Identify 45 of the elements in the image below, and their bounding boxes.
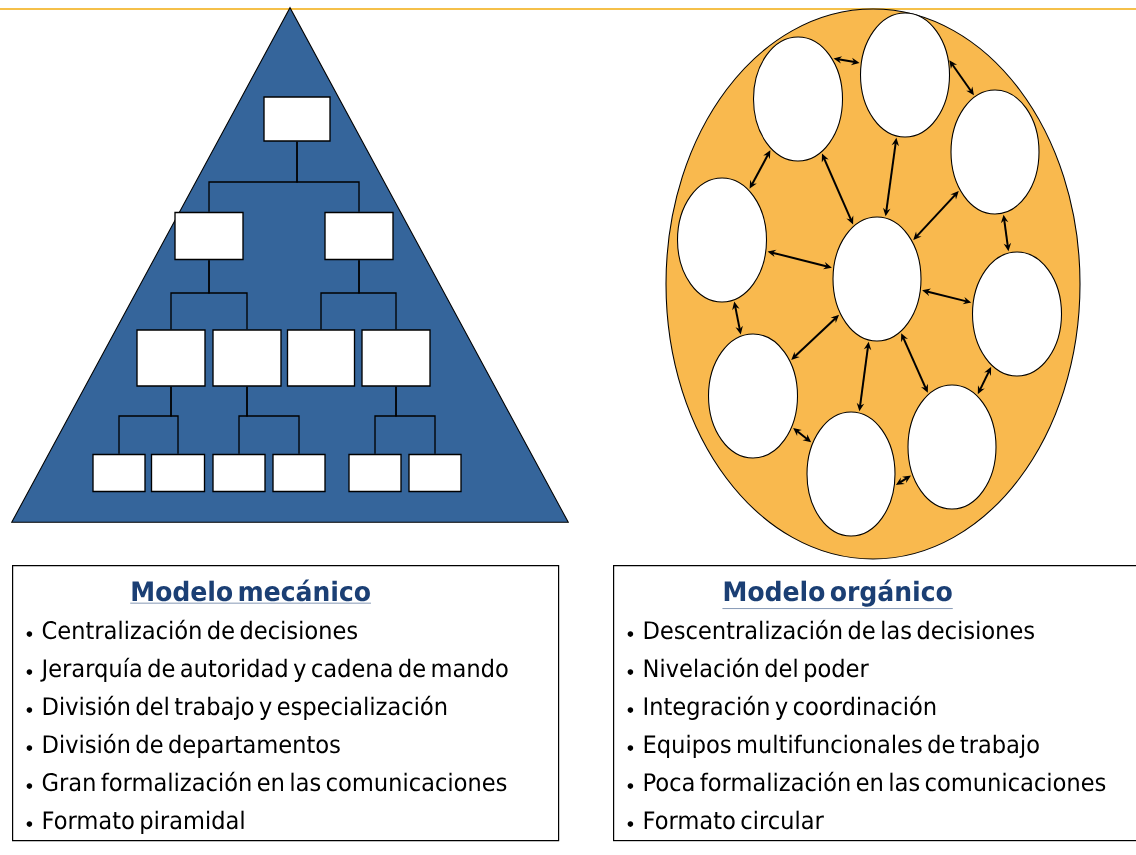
org-box xyxy=(324,211,394,261)
connector-line xyxy=(170,386,179,455)
bullet-item: Jerarquía de autoridad y cadena de mando xyxy=(40,657,508,682)
circle xyxy=(971,251,1063,377)
bullet-item: División de departamentos xyxy=(43,733,340,758)
org-box xyxy=(212,329,282,387)
panel-heading: Modelo mecánico xyxy=(129,579,372,604)
org-box xyxy=(286,329,356,387)
bullet-item: Centralización de decisiones xyxy=(42,619,357,640)
double-arrow xyxy=(913,191,959,240)
org-box xyxy=(361,329,431,387)
org-box xyxy=(348,453,402,493)
connector-line xyxy=(358,259,397,330)
org-box xyxy=(150,453,206,493)
bullet-item: Formato piramidal xyxy=(43,810,244,834)
bullet-item: Descentralización de las decisiones xyxy=(644,619,1034,640)
bullet-item: Gran formalización en las comunicaciones xyxy=(42,771,507,792)
org-box xyxy=(136,329,206,387)
text-panel xyxy=(613,565,1136,842)
bullet-item: Nivelación del poder xyxy=(644,657,869,682)
circle xyxy=(676,177,768,303)
org-box xyxy=(263,96,331,142)
org-box xyxy=(174,211,244,261)
org-box xyxy=(212,453,266,493)
connector-line xyxy=(208,259,248,330)
bullet-item: División del trabajo y especialización xyxy=(43,695,447,720)
circle xyxy=(907,384,997,510)
circle xyxy=(752,36,844,162)
bullet-item: Integración y coordinación xyxy=(644,695,936,720)
connector-line xyxy=(296,141,360,213)
bullet-item: Poca formalización en las comunicaciones xyxy=(644,771,1106,792)
org-box xyxy=(92,453,146,493)
org-box xyxy=(272,453,326,493)
bullet-item: Equipos multifuncionales de trabajo xyxy=(644,734,1039,758)
text-panel xyxy=(12,565,560,842)
connector-line xyxy=(246,386,300,455)
bullet-item: Formato circular xyxy=(644,810,824,830)
circle xyxy=(707,333,799,459)
org-box xyxy=(408,453,462,493)
connector-line xyxy=(395,386,436,455)
panel-heading: Modelo orgánico xyxy=(722,579,954,609)
circle xyxy=(832,216,922,342)
circle xyxy=(859,12,951,138)
circle xyxy=(950,89,1040,215)
circle xyxy=(806,411,896,537)
